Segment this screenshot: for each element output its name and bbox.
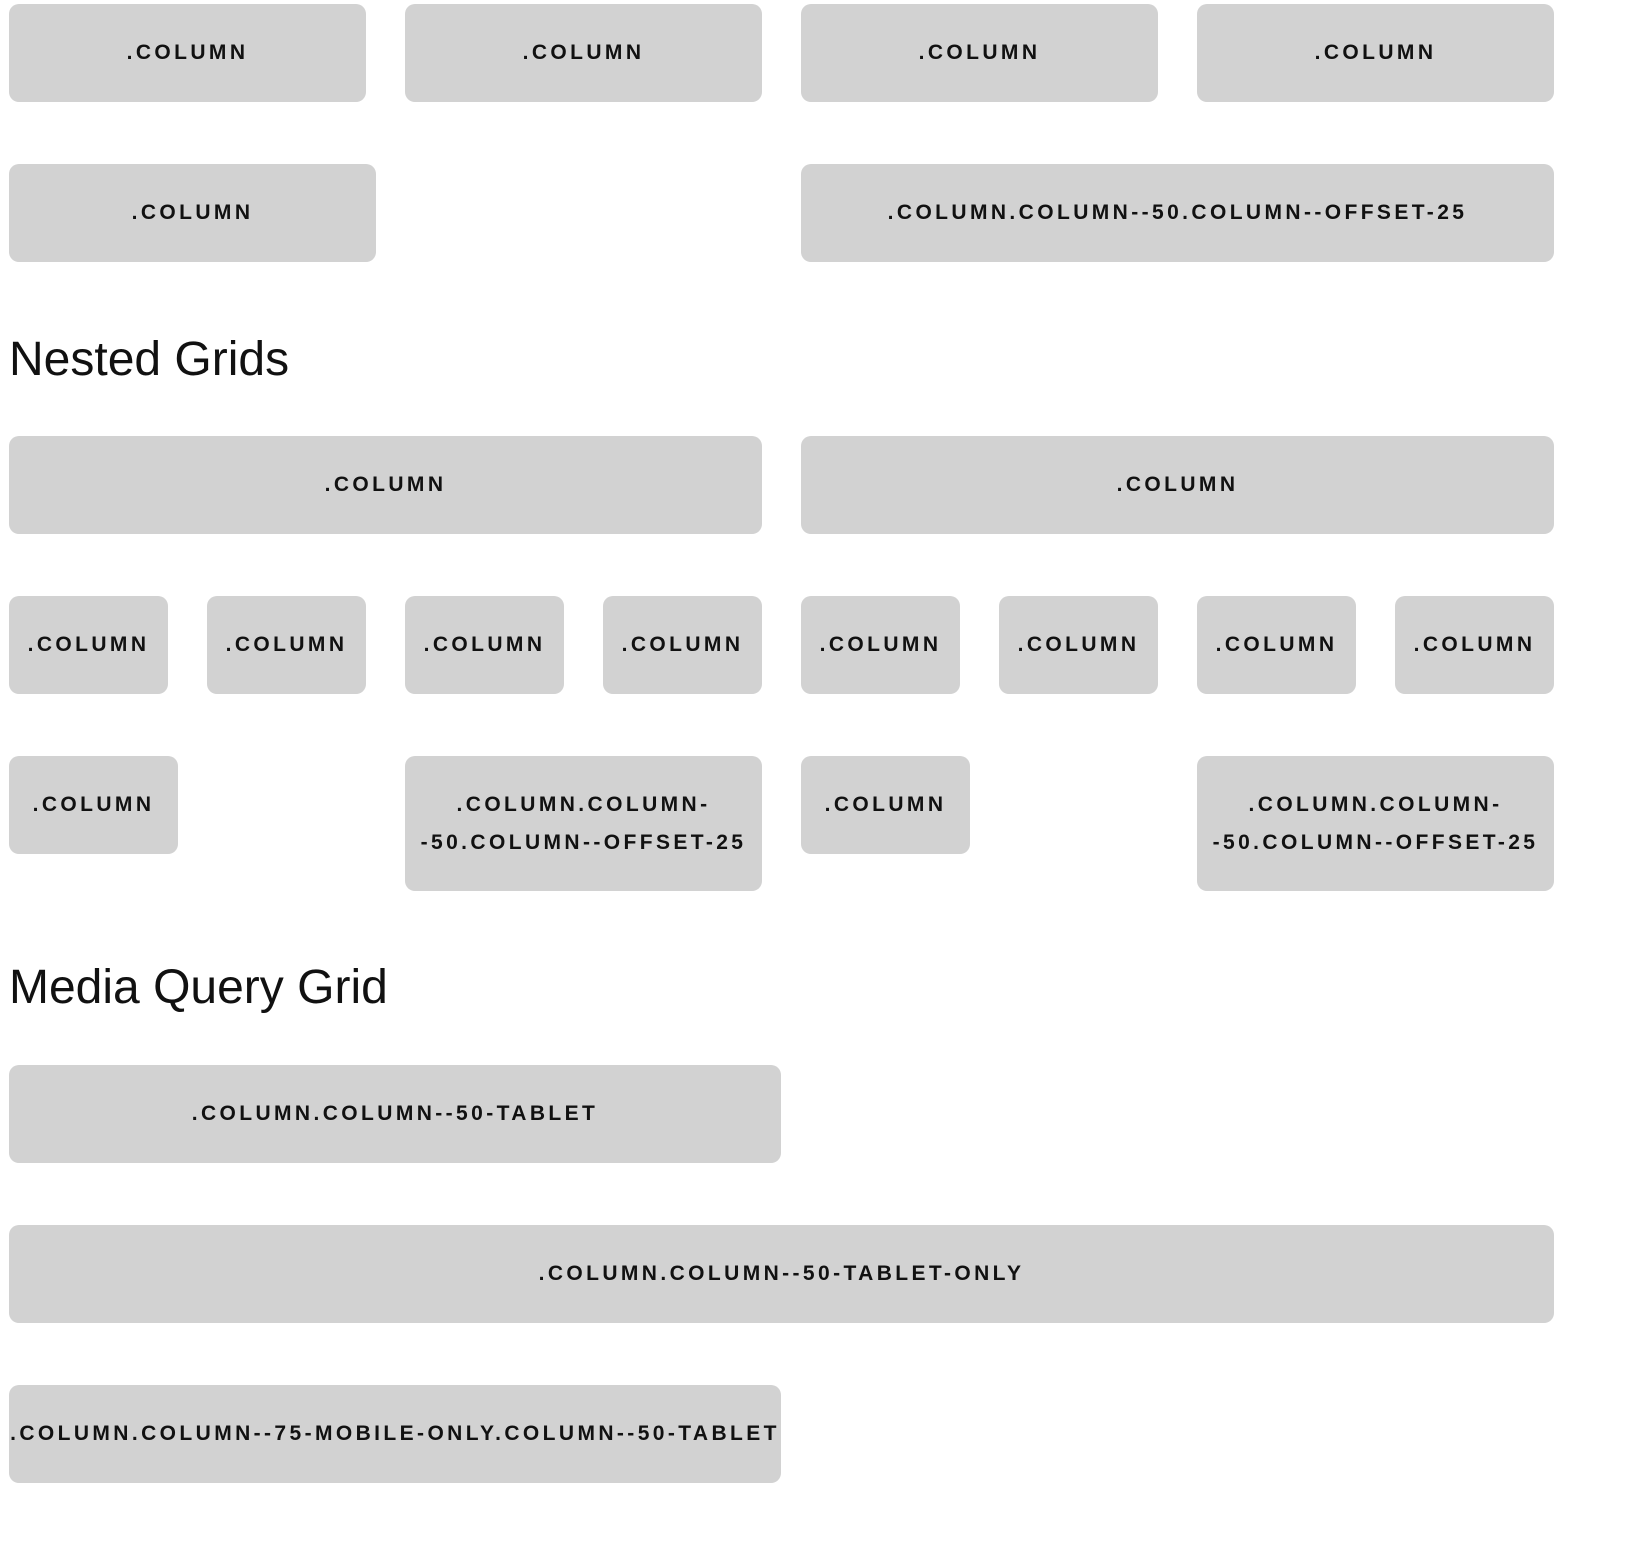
column-block: .COLUMN [1197, 596, 1356, 694]
section-title-media-query-grid: Media Query Grid [9, 961, 388, 1014]
column-offset-block: .COLUMN.COLUMN--50.COLUMN--OFFSET-25 [801, 164, 1554, 262]
column-block: .COLUMN [9, 4, 366, 102]
column-tablet-block: .COLUMN.COLUMN--50-TABLET [9, 1065, 781, 1163]
column-block: .COLUMN [801, 436, 1554, 534]
column-block: .COLUMN [1197, 4, 1554, 102]
column-offset-block: .COLUMN.COLUMN- -50.COLUMN--OFFSET-25 [1197, 756, 1554, 891]
column-block: .COLUMN [801, 4, 1158, 102]
column-block: .COLUMN [801, 756, 970, 854]
column-offset-block: .COLUMN.COLUMN- -50.COLUMN--OFFSET-25 [405, 756, 762, 891]
column-block: .COLUMN [801, 596, 960, 694]
column-block: .COLUMN [9, 436, 762, 534]
column-block: .COLUMN [9, 164, 376, 262]
column-block: .COLUMN [207, 596, 366, 694]
column-block: .COLUMN [405, 596, 564, 694]
column-block: .COLUMN [405, 4, 762, 102]
column-block: .COLUMN [1395, 596, 1554, 694]
column-tablet-only-block: .COLUMN.COLUMN--50-TABLET-ONLY [9, 1225, 1554, 1323]
column-block: .COLUMN [603, 596, 762, 694]
section-title-nested-grids: Nested Grids [9, 333, 290, 386]
column-mobile-tablet-block: .COLUMN.COLUMN--75-MOBILE-ONLY.COLUMN--5… [9, 1385, 781, 1483]
column-block: .COLUMN [999, 596, 1158, 694]
column-block: .COLUMN [9, 756, 178, 854]
column-block: .COLUMN [9, 596, 168, 694]
